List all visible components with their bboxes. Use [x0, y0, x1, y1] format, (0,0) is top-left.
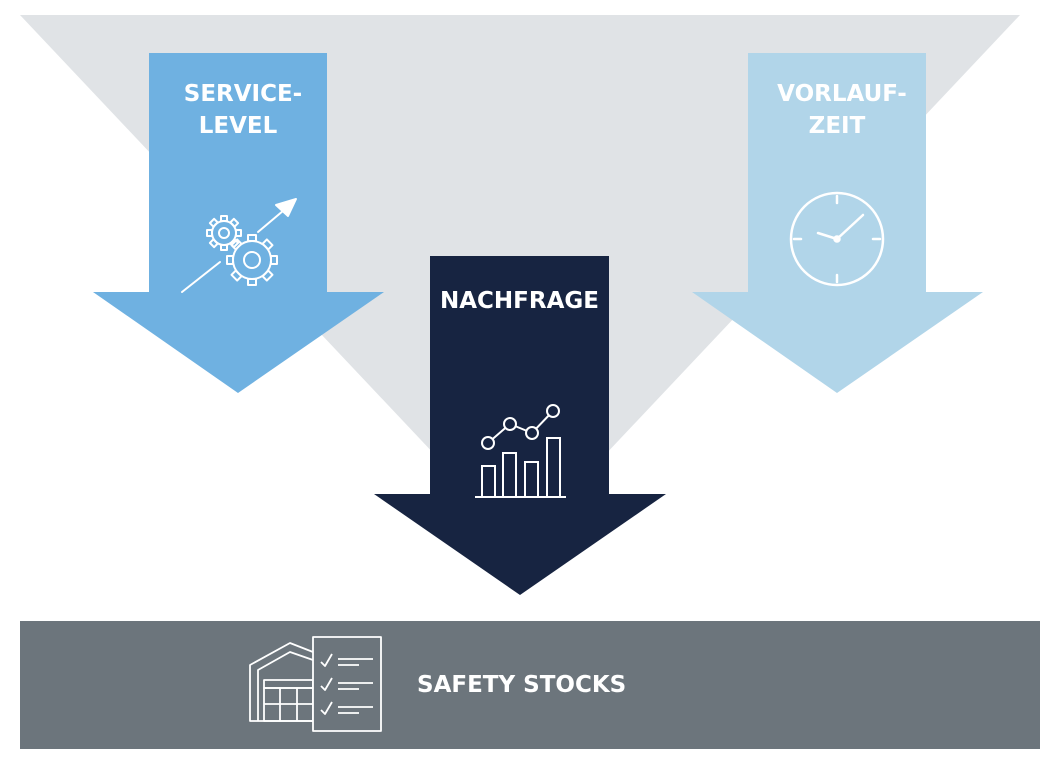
- warehouse-checklist-icon: [249, 636, 382, 732]
- safety-stocks-label-text: SAFETY STOCKS: [417, 672, 627, 698]
- bar-line-chart-icon: [475, 404, 566, 498]
- gears-arrow-icon: [181, 198, 297, 293]
- lead-time-arrow: [692, 53, 983, 393]
- safety-stocks-bar: [20, 621, 1040, 749]
- demand-label-text: NACHFRAGE: [440, 288, 599, 314]
- lead-time-label: VORLAUF- ZEIT: [748, 78, 936, 142]
- service-level-label-line1: SERVICE-: [183, 81, 303, 107]
- clock-icon: [789, 191, 885, 287]
- demand-arrow: [374, 256, 666, 595]
- lead-time-label-line1: VORLAUF-: [777, 81, 907, 107]
- safety-stocks-label: SAFETY STOCKS: [417, 669, 677, 701]
- demand-label: NACHFRAGE: [430, 285, 609, 317]
- lead-time-label-line2: ZEIT: [808, 113, 866, 139]
- service-level-label-line2: LEVEL: [198, 113, 278, 139]
- service-level-label: SERVICE- LEVEL: [149, 78, 337, 142]
